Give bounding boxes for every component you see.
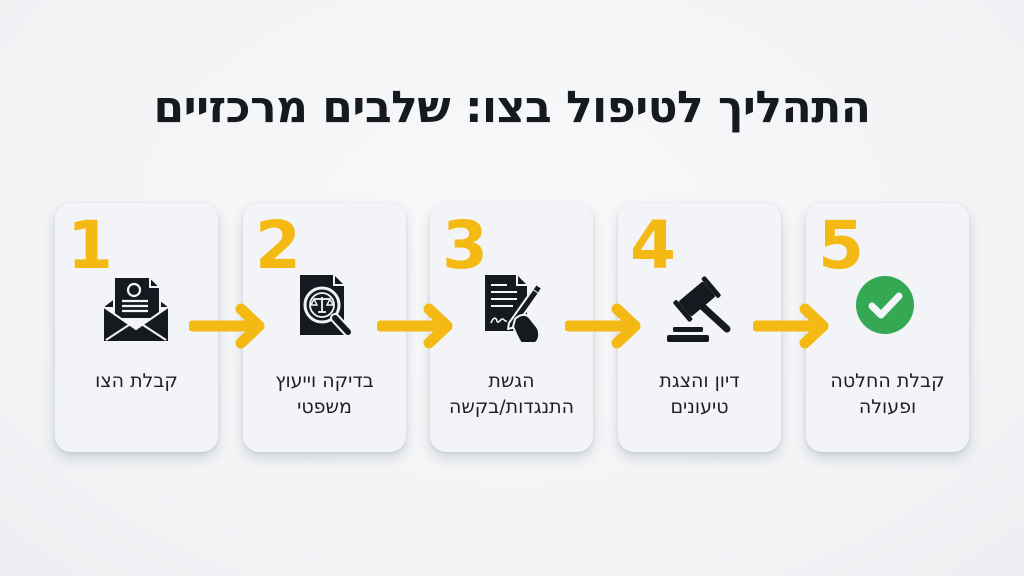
step-number: 1 — [67, 207, 113, 284]
step-card-3: 3 הגשת התנגדות/בקשה — [430, 203, 593, 452]
step-label-line: בדיקה וייעוץ — [275, 370, 374, 392]
step-label-line: משפטי — [297, 396, 352, 418]
step-label: קבלת הצו — [55, 368, 218, 394]
document-signing-hand-icon — [471, 273, 551, 345]
step-label-line: התנגדות/בקשה — [448, 396, 575, 418]
step-card-5: 5 קבלת החלטה ופעולה — [806, 203, 969, 452]
document-scales-magnifier-icon — [284, 273, 364, 345]
step-label: בדיקה וייעוץ משפטי — [243, 368, 406, 420]
step-number: 5 — [818, 207, 864, 284]
step-label-line: דיון והצגת — [659, 370, 740, 392]
check-circle-icon — [847, 273, 927, 345]
arrow-right-icon — [377, 303, 453, 349]
envelope-document-icon — [96, 273, 176, 345]
gavel-icon — [659, 273, 739, 345]
step-label-line: ופעולה — [858, 396, 917, 418]
step-label-line: קבלת החלטה — [830, 370, 945, 392]
step-label: הגשת התנגדות/בקשה — [430, 368, 593, 420]
arrow-right-icon — [565, 303, 641, 349]
step-label-line: טיעונים — [670, 396, 729, 418]
step-label-line: קבלת הצו — [95, 370, 178, 392]
step-number: 4 — [630, 207, 676, 284]
page-title: התהליך לטיפול בצו: שלבים מרכזיים — [153, 82, 871, 133]
step-label: קבלת החלטה ופעולה — [806, 368, 969, 420]
step-label: דיון והצגת טיעונים — [618, 368, 781, 420]
step-label-line: הגשת — [488, 370, 535, 392]
arrow-right-icon — [189, 303, 265, 349]
step-number: 2 — [255, 207, 301, 284]
arrow-right-icon — [753, 303, 829, 349]
step-number: 3 — [442, 207, 488, 284]
